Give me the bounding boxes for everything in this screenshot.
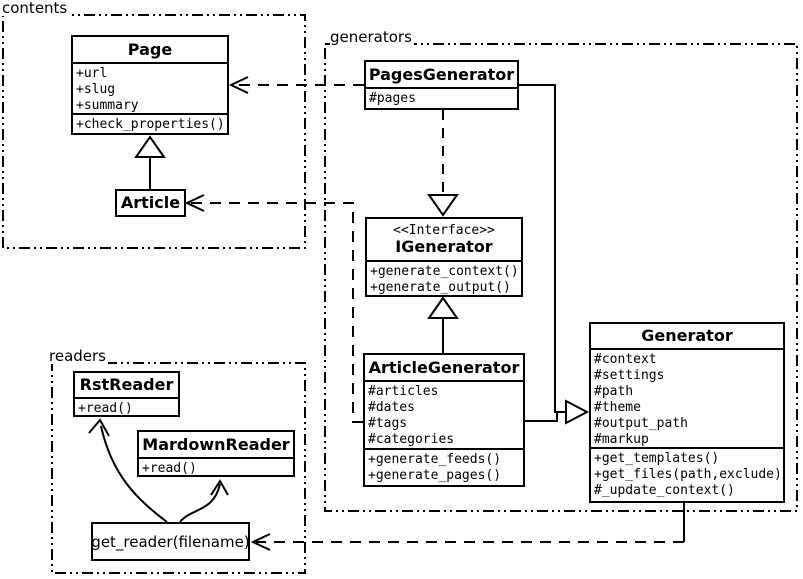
class-generator-title: Generator (641, 326, 733, 345)
class-rstreader: RstReader +read() (73, 371, 180, 417)
edge-generator-triangle (565, 399, 590, 425)
method-row: +check_properties() (76, 117, 225, 132)
class-igenerator-title: <<Interface>> IGenerator (367, 219, 521, 260)
class-igenerator-stereotype: <<Interface>> (393, 223, 495, 238)
attribute-row: #dates (368, 400, 415, 415)
class-mardownreader-title: MardownReader (142, 434, 290, 454)
class-page-methods: +check_properties() (73, 113, 227, 133)
class-articlegenerator-title: ArticleGenerator (368, 357, 520, 377)
class-pagesgenerator: PagesGenerator #pages (364, 60, 519, 110)
class-igenerator: <<Interface>> IGenerator +generate_conte… (365, 217, 523, 297)
method-row: +get_files(path,exclude) (594, 467, 782, 482)
attribute-row: #categories (368, 432, 455, 447)
attribute-row: #settings (594, 368, 665, 383)
class-igenerator-name: IGenerator (395, 237, 493, 256)
edge-pagesgenerator-to-igenerator-triangle (427, 194, 459, 217)
class-articlegenerator-attributes: #articles #dates #tags #categories (365, 380, 523, 448)
function-get-reader-label: get_reader(filename) (91, 532, 250, 551)
method-row: +generate_output() (370, 280, 511, 295)
edge-article-to-page-triangle (134, 135, 166, 158)
package-generators-border (324, 43, 798, 512)
class-article-title: Article (120, 193, 181, 212)
method-row: +get_templates() (594, 451, 720, 466)
class-generator: Generator #context #settings #path #them… (589, 322, 785, 503)
attribute-row: #tags (368, 416, 408, 431)
edge-getreader-to-mardownreader-arrowhead (210, 479, 229, 496)
method-row: #_update_context() (594, 483, 735, 498)
attribute-row: +slug (76, 82, 116, 97)
method-row: +generate_pages() (368, 468, 502, 483)
class-rstreader-title: RstReader (79, 375, 174, 394)
method-row: +read() (78, 401, 133, 415)
class-page-attributes: +url +slug +summary (73, 62, 227, 113)
attribute-row: #pages (369, 91, 416, 106)
class-page-title: Page (127, 39, 173, 59)
edge-articlegenerator-to-generator-line (525, 412, 558, 422)
class-mardownreader: MardownReader +read() (137, 430, 295, 477)
class-page: Page +url +slug +summary +check_properti… (71, 35, 229, 135)
function-get-reader: get_reader(filename) (91, 522, 250, 561)
edge-pagesgenerator-to-page-arrowhead (228, 76, 249, 94)
class-igenerator-methods: +generate_context() +generate_output() (367, 260, 521, 295)
class-article: Article (115, 189, 186, 217)
edge-getreader-to-mardownreader-curve (179, 483, 221, 523)
edge-articlegenerator-to-igenerator-triangle (427, 296, 459, 319)
package-contents-border (2, 14, 306, 249)
class-pagesgenerator-title: PagesGenerator (368, 64, 515, 84)
class-rstreader-methods: +read() (75, 397, 178, 415)
attribute-row: #theme (594, 400, 641, 415)
attribute-row: #markup (594, 432, 649, 447)
method-row: +generate_context() (370, 264, 519, 279)
attribute-row: #context (594, 352, 657, 367)
edge-pagesgenerator-to-generator-line (519, 84, 566, 413)
class-mardownreader-methods: +read() (139, 457, 293, 475)
class-generator-attributes: #context #settings #path #theme #output_… (591, 348, 783, 447)
package-readers-label: readers (49, 347, 108, 365)
package-readers-border (51, 362, 306, 574)
edge-generator-to-getreader-arrowhead (250, 533, 271, 551)
edge-getreader-to-rstreader-curve (100, 425, 168, 523)
attribute-row: +url (76, 66, 108, 81)
attribute-row: #path (594, 384, 634, 399)
attribute-row: +summary (76, 98, 139, 113)
package-generators-label: generators (330, 28, 414, 46)
edge-articlegenerator-to-article-line (190, 202, 363, 423)
class-generator-methods: +get_templates() +get_files(path,exclude… (591, 447, 783, 501)
package-contents-label: contents (2, 0, 70, 17)
edge-articlegenerator-to-article-arrowhead (184, 194, 205, 212)
edge-getreader-to-rstreader-arrowhead (88, 418, 110, 437)
class-articlegenerator: ArticleGenerator #articles #dates #tags … (363, 353, 525, 487)
attribute-row: #output_path (594, 416, 688, 431)
attribute-row: #articles (368, 384, 439, 399)
class-articlegenerator-methods: +generate_feeds() +generate_pages() (365, 448, 523, 485)
method-row: +read() (142, 461, 197, 475)
class-pagesgenerator-attributes: #pages (366, 87, 517, 108)
method-row: +generate_feeds() (368, 452, 502, 467)
